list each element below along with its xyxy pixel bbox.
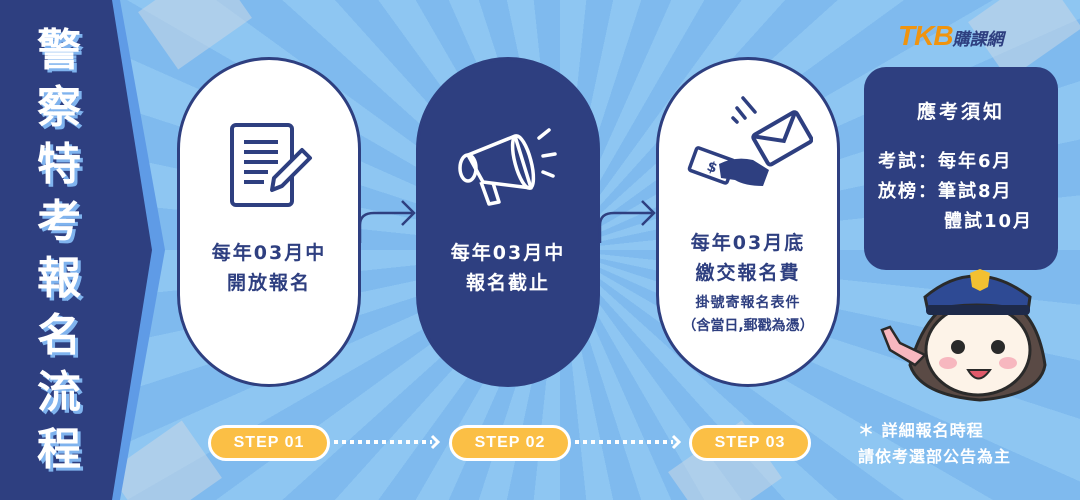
title-char: 察 xyxy=(37,82,81,133)
brand-logo: TKB購課網 xyxy=(898,20,1004,52)
dotted-arrow xyxy=(334,434,441,450)
police-mascot-illustration xyxy=(880,269,1047,402)
title-char: 報 xyxy=(37,253,81,304)
footnote-line-2: 請依考選部公告為主 xyxy=(858,447,1012,466)
title-char: 警 xyxy=(37,25,81,76)
notice-exam-date: 考試：每年6月 xyxy=(878,151,1013,172)
footnote-line-1: ＊ 詳細報名時程 xyxy=(858,421,984,440)
step-3-card: $ 每年03月底 繳交報名費 掛號寄報名表件 （含當日,郵戳為憑） xyxy=(656,57,840,387)
step-3-desc: 繳交報名費 xyxy=(695,262,801,284)
step-3-date: 每年03月底 xyxy=(690,232,806,254)
brand-logo-mark: TKB xyxy=(898,20,954,51)
step-1-date: 每年03月中 xyxy=(211,242,327,264)
notice-title: 應考須知 xyxy=(916,101,1005,123)
brand-logo-text: 購課網 xyxy=(952,30,1004,49)
title-char: 流 xyxy=(37,367,81,418)
step-3-note-detail: （含當日,郵戳為憑） xyxy=(682,318,814,334)
step-2-date: 每年03月中 xyxy=(450,242,566,264)
step-2-card: 每年03月中 報名截止 xyxy=(416,57,600,387)
step-1-badge: STEP 01 xyxy=(208,425,330,461)
page-title: 警 察 特 考 報 名 流 程 xyxy=(30,22,88,478)
footnote: ＊ 詳細報名時程 請依考選部公告為主 xyxy=(858,418,1011,470)
dotted-arrow xyxy=(575,434,682,450)
megaphone-icon xyxy=(458,128,557,206)
step-2-badge: STEP 02 xyxy=(449,425,571,461)
exam-notice-box: 應考須知 考試：每年6月 放榜：筆試8月 體試10月 xyxy=(864,67,1058,270)
connector-arrow xyxy=(598,200,656,243)
step-3-note: 掛號寄報名表件 xyxy=(695,295,801,311)
title-char: 考 xyxy=(37,196,81,247)
document-pen-icon xyxy=(230,123,312,207)
title-char: 特 xyxy=(37,139,81,190)
notice-written-result: 放榜：筆試8月 xyxy=(878,181,1013,202)
payment-mail-icon: $ xyxy=(687,96,813,186)
connector-arrow xyxy=(358,200,416,243)
title-char: 名 xyxy=(37,310,81,361)
title-char: 程 xyxy=(37,424,81,475)
step-3-badge: STEP 03 xyxy=(689,425,811,461)
step-1-card: 每年03月中 開放報名 xyxy=(177,57,361,387)
step-1-desc: 開放報名 xyxy=(226,272,311,294)
notice-physical-result: 體試10月 xyxy=(944,211,1034,232)
step-2-desc: 報名截止 xyxy=(465,272,550,294)
